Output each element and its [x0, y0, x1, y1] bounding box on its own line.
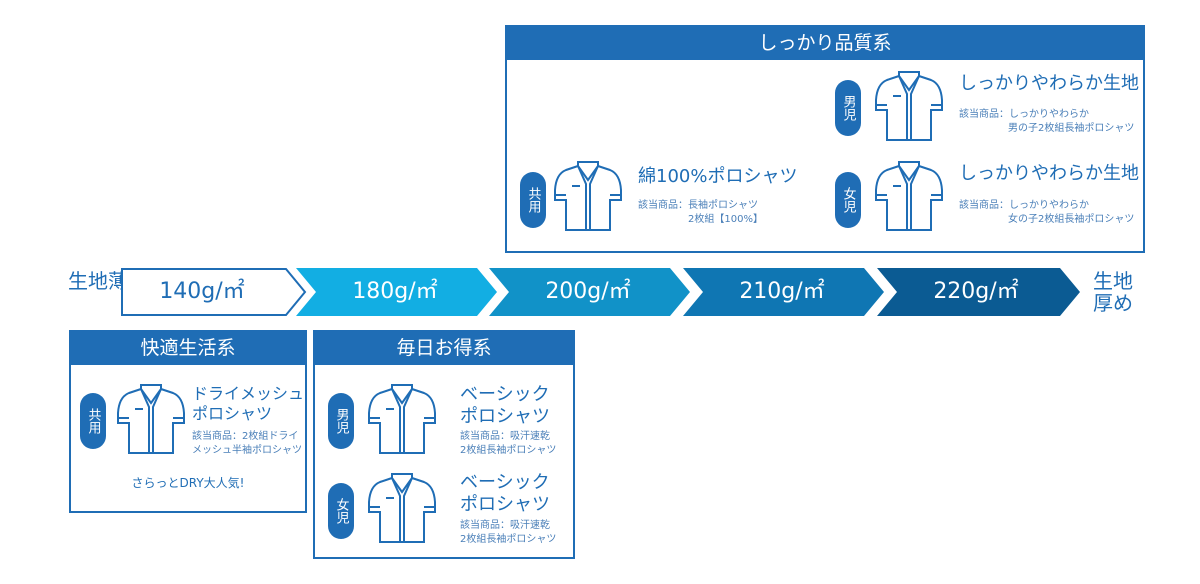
girls-badge: 女児 — [835, 172, 861, 228]
unisex-badge: 共用 — [80, 393, 106, 449]
product-note: 該当商品：吸汗速乾 — [460, 431, 550, 442]
polo-shirt-icon — [117, 384, 185, 454]
product-name: しっかりやわらか生地 — [959, 163, 1139, 184]
product-note: 2枚組長袖ポロシャツ — [460, 445, 557, 456]
product-name: ポロシャツ — [460, 494, 550, 515]
product-note: 該当商品：長袖ポロシャツ — [638, 200, 758, 211]
arrow-200 — [489, 268, 690, 316]
unisex-badge: 共用 — [520, 172, 546, 228]
arrow-220 — [877, 268, 1080, 316]
comfort-category-box: 快適生活系 — [69, 330, 307, 513]
arrow-140 — [121, 268, 307, 316]
product-note: 該当商品：しっかりやわらか — [959, 109, 1089, 120]
polo-shirt-icon — [368, 384, 436, 454]
product-name: 綿100%ポロシャツ — [638, 166, 798, 187]
comfort-title: 快適生活系 — [71, 332, 305, 365]
product-note: 該当商品：しっかりやわらか — [959, 200, 1089, 211]
boys-badge: 男児 — [328, 393, 354, 449]
product-note: 該当商品：吸汗速乾 — [460, 520, 550, 531]
tagline: さらっとDRY大人気! — [131, 476, 245, 490]
weight-140: 140g/㎡ — [159, 279, 245, 304]
boys-badge: 男児 — [835, 80, 861, 136]
product-name: ベーシック — [460, 384, 550, 405]
polo-shirt-icon — [368, 473, 436, 543]
arrow-180 — [296, 268, 497, 316]
weight-210: 210g/㎡ — [739, 279, 825, 304]
product-note: 該当商品：2枚組ドライ — [192, 431, 299, 442]
daily-title: 毎日お得系 — [315, 332, 573, 365]
quality-title: しっかり品質系 — [507, 27, 1143, 60]
weight-200: 200g/㎡ — [545, 279, 631, 304]
product-note: メッシュ半袖ポロシャツ — [192, 445, 302, 456]
product-name: ポロシャツ — [192, 404, 273, 423]
thick-fabric-label: 生地厚め — [1093, 269, 1133, 315]
product-note: 2枚組【100%】 — [688, 214, 763, 225]
product-note: 2枚組長袖ポロシャツ — [460, 534, 557, 545]
product-note: 男の子2枚組長袖ポロシャツ — [1008, 123, 1135, 134]
polo-shirt-icon — [875, 71, 943, 141]
product-name: しっかりやわらか生地 — [959, 73, 1139, 94]
polo-shirt-icon — [554, 161, 622, 231]
product-note: 女の子2枚組長袖ポロシャツ — [1008, 214, 1135, 225]
girls-badge: 女児 — [328, 483, 354, 539]
polo-shirt-icon — [875, 161, 943, 231]
arrow-210 — [683, 268, 884, 316]
daily-category-box: 毎日お得系 — [313, 330, 575, 559]
weight-220: 220g/㎡ — [933, 279, 1019, 304]
product-name: ベーシック — [460, 472, 550, 493]
weight-180: 180g/㎡ — [352, 279, 438, 304]
product-name: ドライメッシュ — [192, 384, 305, 403]
quality-category-box: しっかり品質系 — [505, 25, 1145, 253]
product-name: ポロシャツ — [460, 406, 550, 427]
